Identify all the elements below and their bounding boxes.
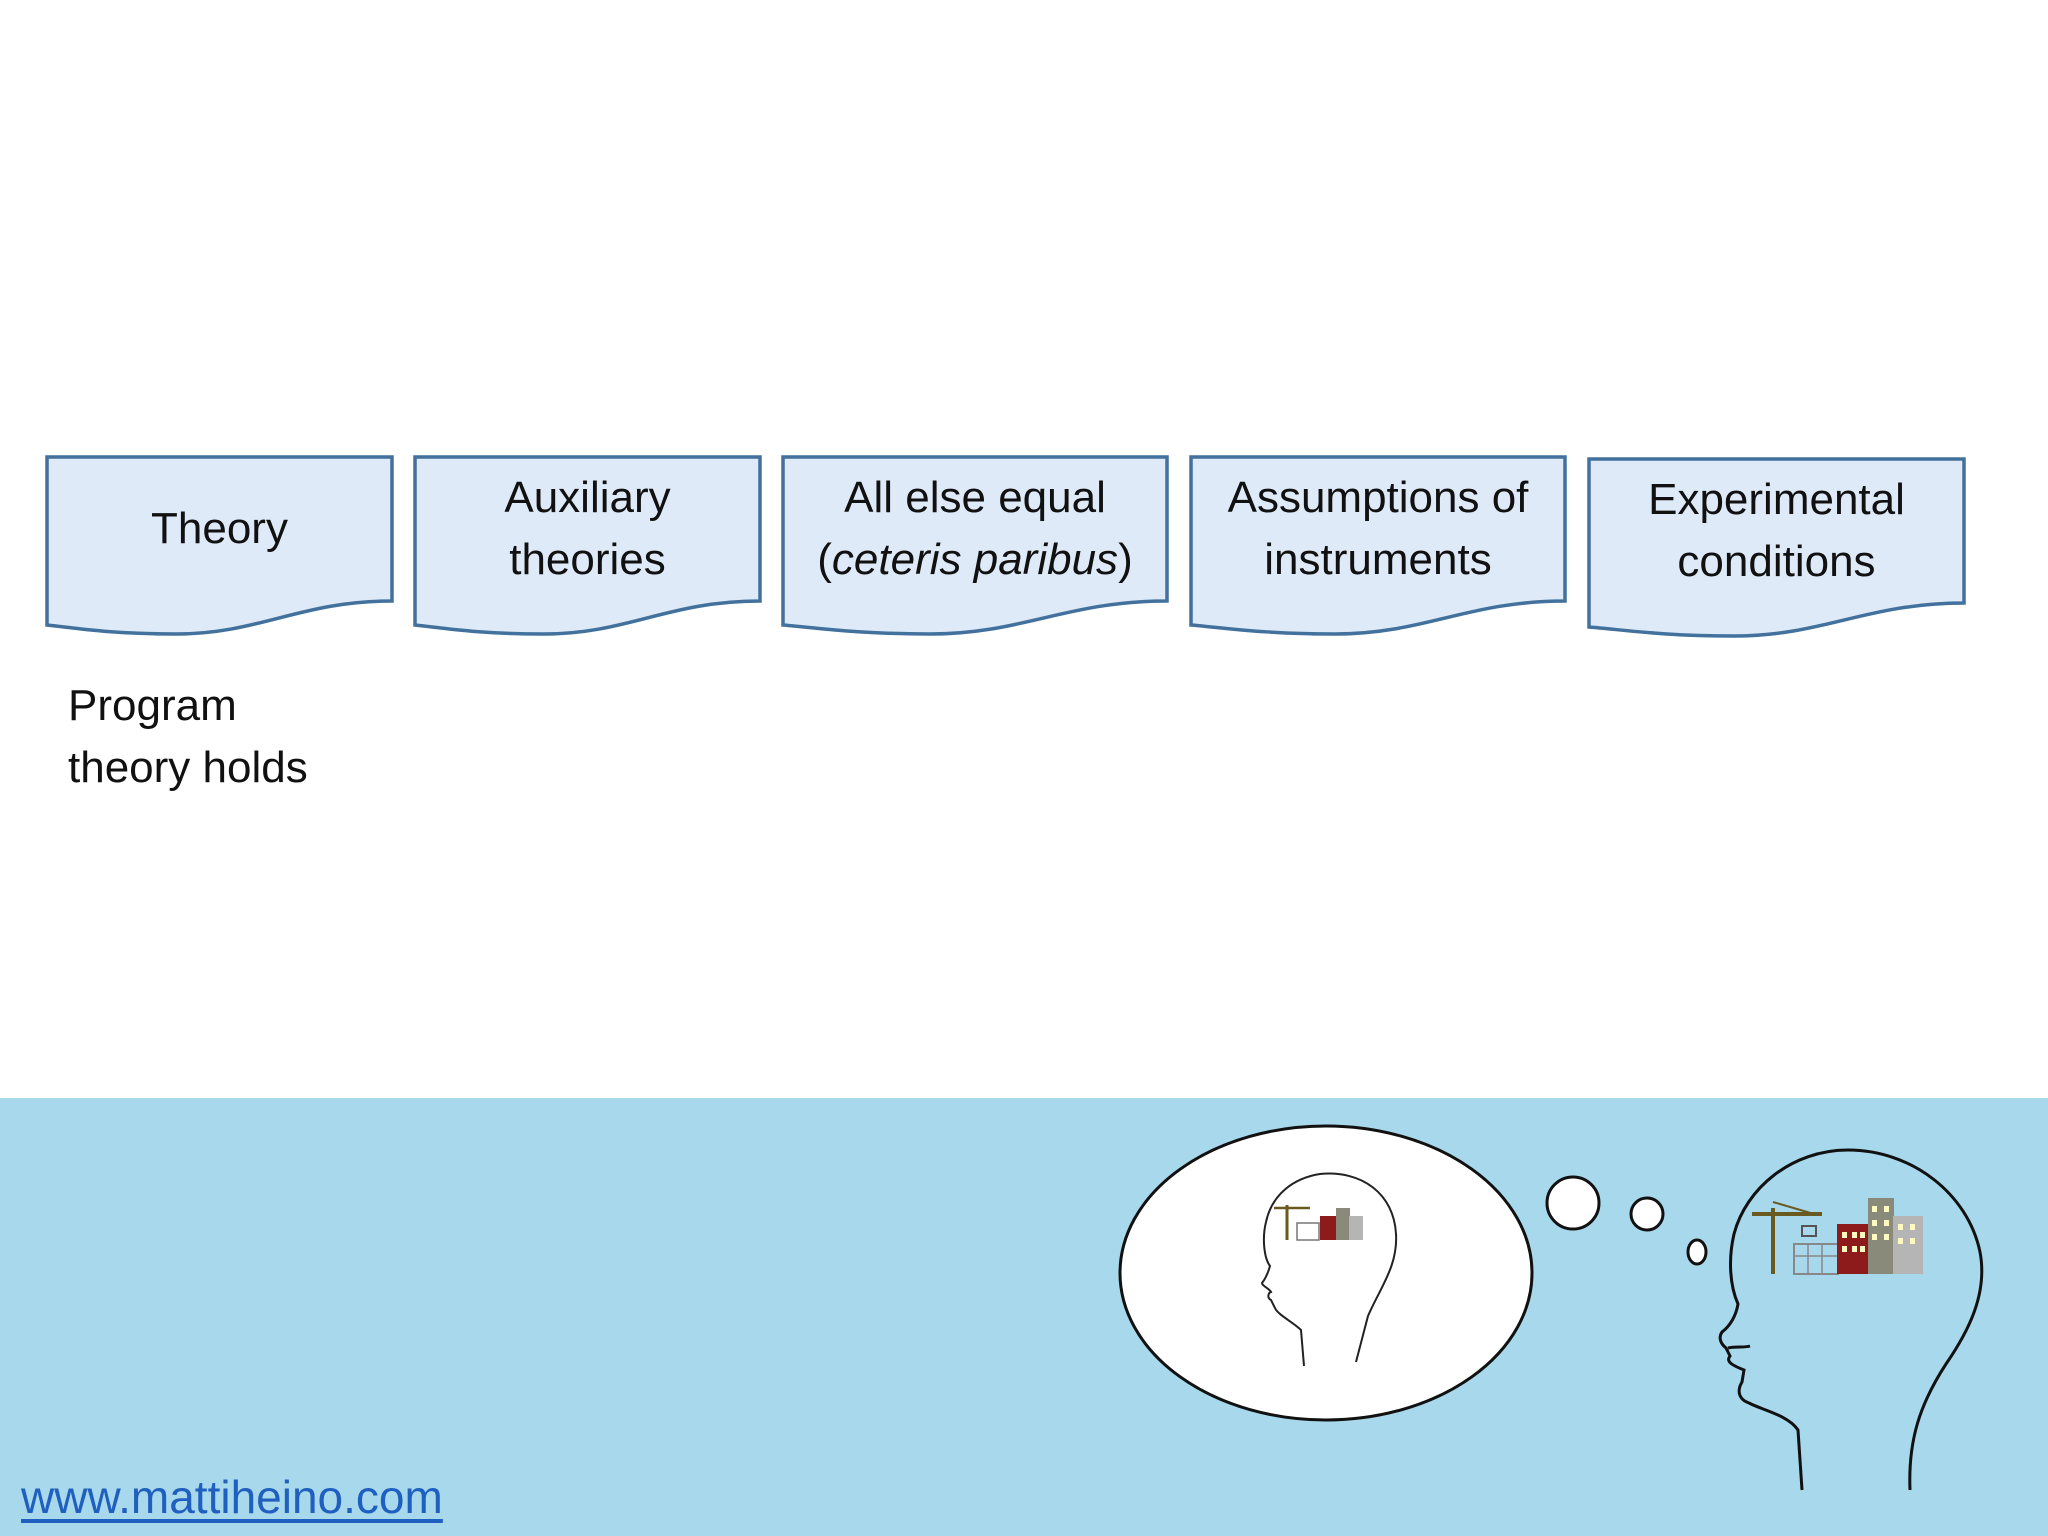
thought-dot-small — [1686, 1238, 1708, 1266]
program-theory-note: Program theory holds — [68, 675, 308, 799]
box-all-else-equal: All else equal (ceteris paribus) — [783, 457, 1167, 601]
box-ceteris-line1: All else equal — [844, 473, 1106, 522]
thought-dot-large — [1545, 1175, 1601, 1231]
person-head-icon — [1718, 1148, 1984, 1491]
city-buildings-icon — [1752, 1198, 1923, 1275]
box-auxiliary-theories: Auxiliary theories — [415, 457, 760, 601]
box-instruments-shape — [1189, 455, 1567, 636]
box-auxiliary-shape — [413, 455, 762, 636]
box-theory: Theory — [47, 457, 392, 601]
boxes-svg — [45, 455, 1966, 638]
box-ceteris-shape — [781, 455, 1169, 636]
website-link[interactable]: www.mattiheino.com — [21, 1471, 443, 1523]
box-auxiliary-line1: Auxiliary — [504, 473, 671, 522]
box-ceteris-line2: (ceteris paribus) — [817, 535, 1133, 584]
box-theory-shape — [45, 455, 394, 636]
box-assumptions-of-instruments: Assumptions of instruments — [1191, 457, 1565, 601]
box-auxiliary-line2: theories — [509, 535, 666, 584]
box-experimental-conditions: Experimental conditions — [1589, 459, 1964, 603]
ceteris-paribus-italic: ceteris paribus — [831, 535, 1119, 584]
thought-illustration — [1118, 1124, 1984, 1491]
small-city-buildings-icon — [1274, 1205, 1363, 1241]
thought-dot-medium — [1629, 1196, 1665, 1232]
box-conditions-shape — [1587, 457, 1966, 638]
box-conditions-line2: conditions — [1677, 537, 1876, 586]
note-line2: theory holds — [68, 743, 308, 792]
box-theory-label: Theory — [151, 504, 288, 553]
box-instruments-line2: instruments — [1264, 535, 1492, 584]
bottom-band — [0, 1098, 2048, 1536]
box-instruments-line1: Assumptions of — [1227, 473, 1529, 522]
box-conditions-line1: Experimental — [1648, 475, 1905, 524]
small-head-icon — [1260, 1172, 1398, 1367]
thought-bubble-icon — [1118, 1124, 1534, 1422]
note-line1: Program — [68, 681, 237, 730]
